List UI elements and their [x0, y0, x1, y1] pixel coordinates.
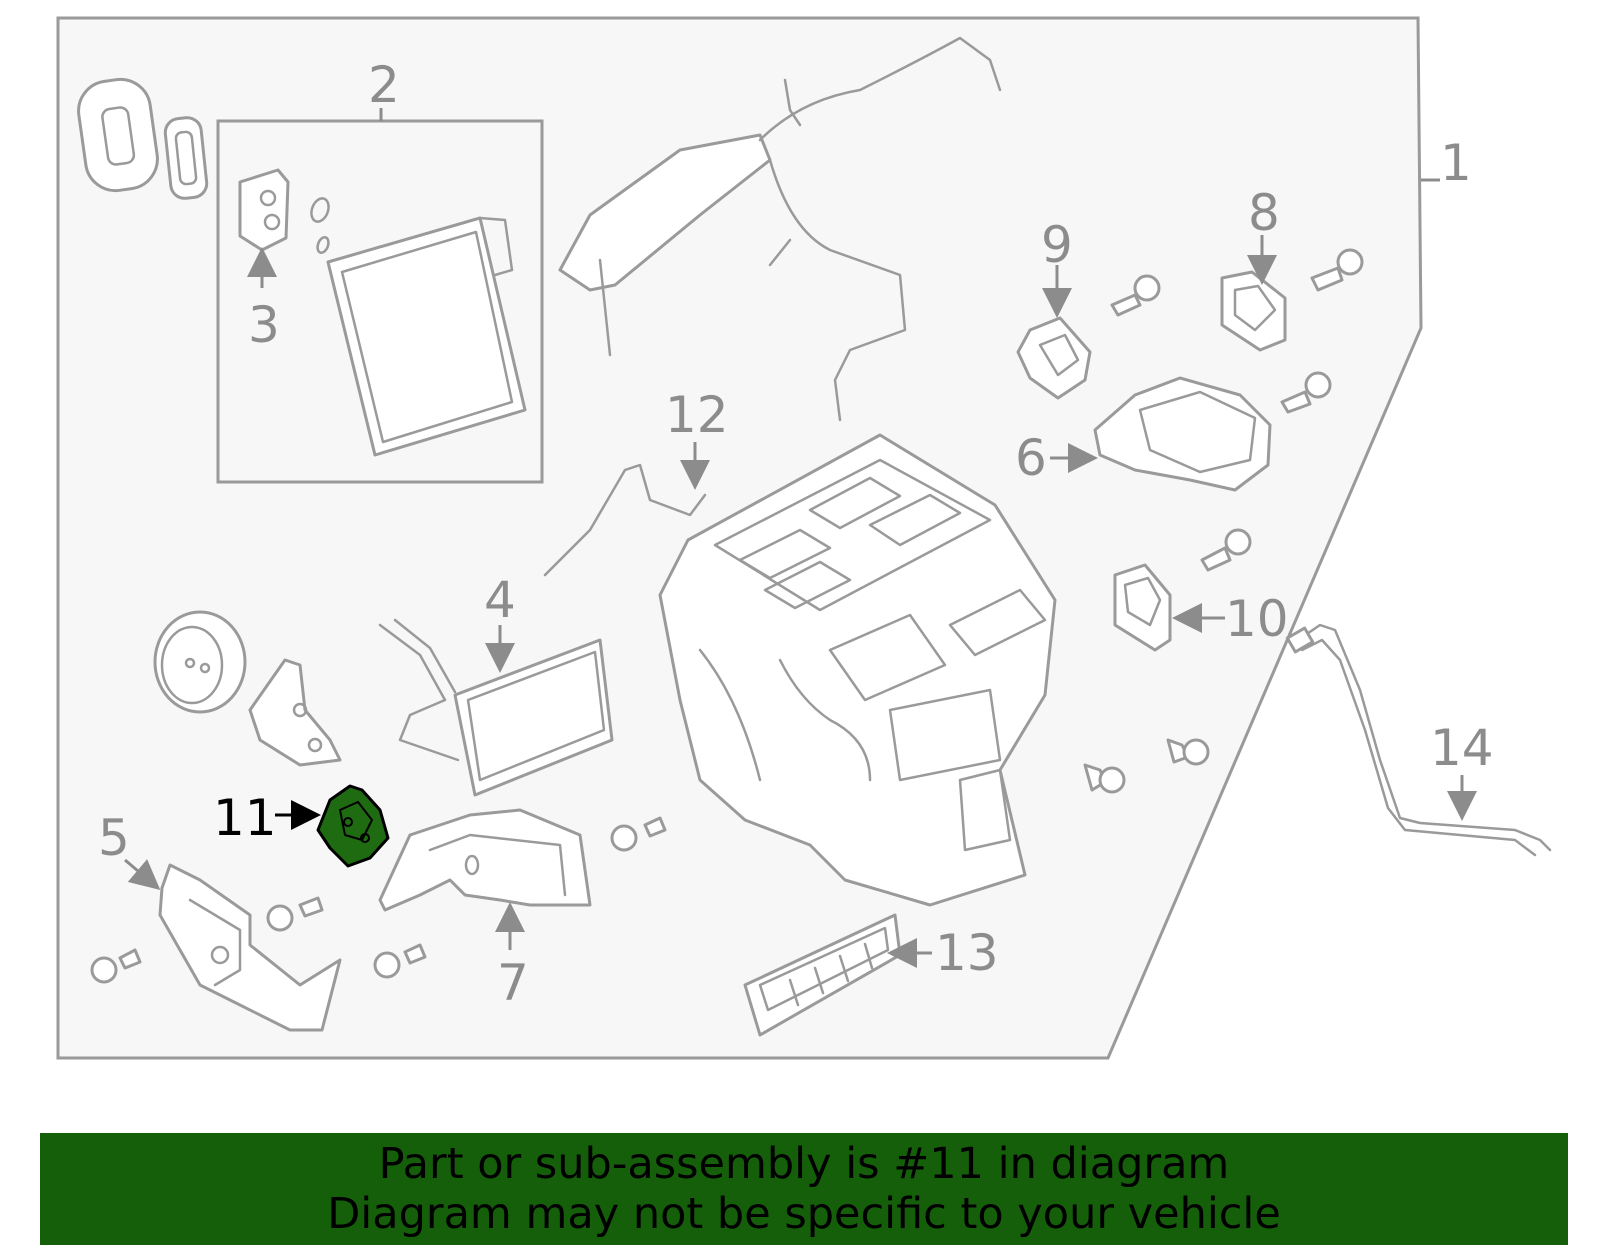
screw [1200, 528, 1252, 572]
callout-13: 13 [935, 924, 999, 982]
banner-line-1: Part or sub-assembly is #11 in diagram [378, 1139, 1230, 1189]
callout-10: 10 [1225, 590, 1289, 648]
duct-seal-small [163, 116, 209, 200]
blower-bracket [248, 658, 342, 767]
info-banner: Part or sub-assembly is #11 in diagram D… [40, 1133, 1568, 1245]
callout-11: 11 [213, 789, 277, 847]
actuator-10 [1113, 563, 1172, 652]
screw [266, 896, 324, 932]
callout-5-leader [124, 858, 161, 890]
screw [373, 943, 427, 979]
door-housing-6 [1093, 376, 1272, 492]
heater-core [378, 618, 614, 797]
callout-9: 9 [1041, 216, 1073, 274]
callout-4: 4 [484, 571, 516, 629]
screw [1110, 274, 1161, 317]
screw [1083, 763, 1126, 794]
callout-2: 2 [368, 56, 400, 114]
callout-14: 14 [1430, 719, 1494, 777]
callout-8: 8 [1248, 184, 1280, 242]
duct-part-7 [378, 808, 592, 912]
actuator-9 [1016, 316, 1092, 400]
expansion-valve [238, 168, 330, 254]
duct-seal-large [77, 77, 159, 193]
callout-1: 1 [1440, 134, 1472, 192]
hvac-housing [658, 433, 1057, 907]
callout-6: 6 [1015, 429, 1047, 487]
blower-motor-cover [153, 610, 247, 714]
info-banner-background [40, 1133, 1568, 1245]
screw [1280, 371, 1332, 414]
drain-tube [1285, 623, 1552, 857]
part-11-actuator-highlighted[interactable] [316, 784, 390, 868]
screw [90, 948, 142, 984]
temperature-sensor-wire [543, 463, 707, 577]
callout-3: 3 [248, 296, 280, 354]
callout-7: 7 [497, 954, 529, 1012]
callout-5: 5 [98, 809, 130, 867]
duct-part-5 [158, 863, 342, 1032]
evaporator-core [326, 216, 527, 457]
callout-12: 12 [665, 386, 729, 444]
screw [610, 816, 667, 852]
banner-line-2: Diagram may not be specific to your vehi… [327, 1189, 1281, 1239]
wire-harness [558, 36, 1002, 422]
screw [1166, 738, 1210, 766]
screw [1310, 248, 1364, 292]
